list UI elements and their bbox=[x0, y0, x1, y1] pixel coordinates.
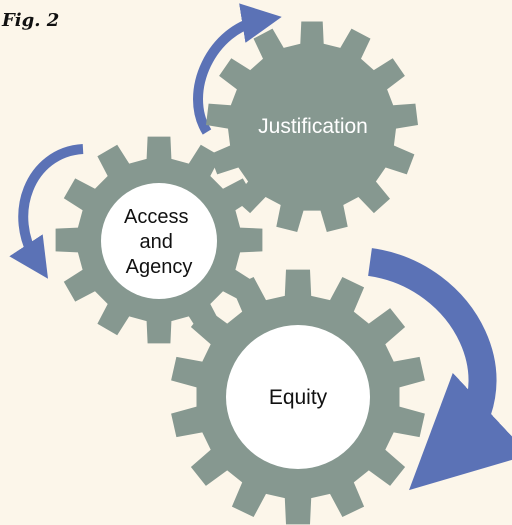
gear-label-line: Access bbox=[124, 206, 188, 228]
gear-access-agency: Access and Agency bbox=[55, 136, 263, 344]
gear-label-justification: Justification bbox=[258, 115, 368, 138]
gear-label-line: Agency bbox=[126, 256, 193, 278]
gear-hub bbox=[226, 325, 370, 469]
gear-label-equity: Equity bbox=[269, 386, 328, 409]
gear-equity: Equity bbox=[171, 269, 425, 525]
gear-justification: Justification bbox=[206, 21, 418, 232]
cycle-arrow-icon bbox=[193, 3, 282, 135]
gear-label-line: and bbox=[140, 231, 173, 253]
figure-label: Fig. 2 bbox=[2, 10, 60, 31]
gear-icon bbox=[206, 21, 418, 232]
cycle-arrow-icon bbox=[367, 248, 512, 491]
svg-text:Access and Agency: Access and Agency bbox=[124, 206, 194, 278]
gear-hub bbox=[101, 183, 217, 299]
cycle-arrow-icon bbox=[9, 144, 84, 279]
